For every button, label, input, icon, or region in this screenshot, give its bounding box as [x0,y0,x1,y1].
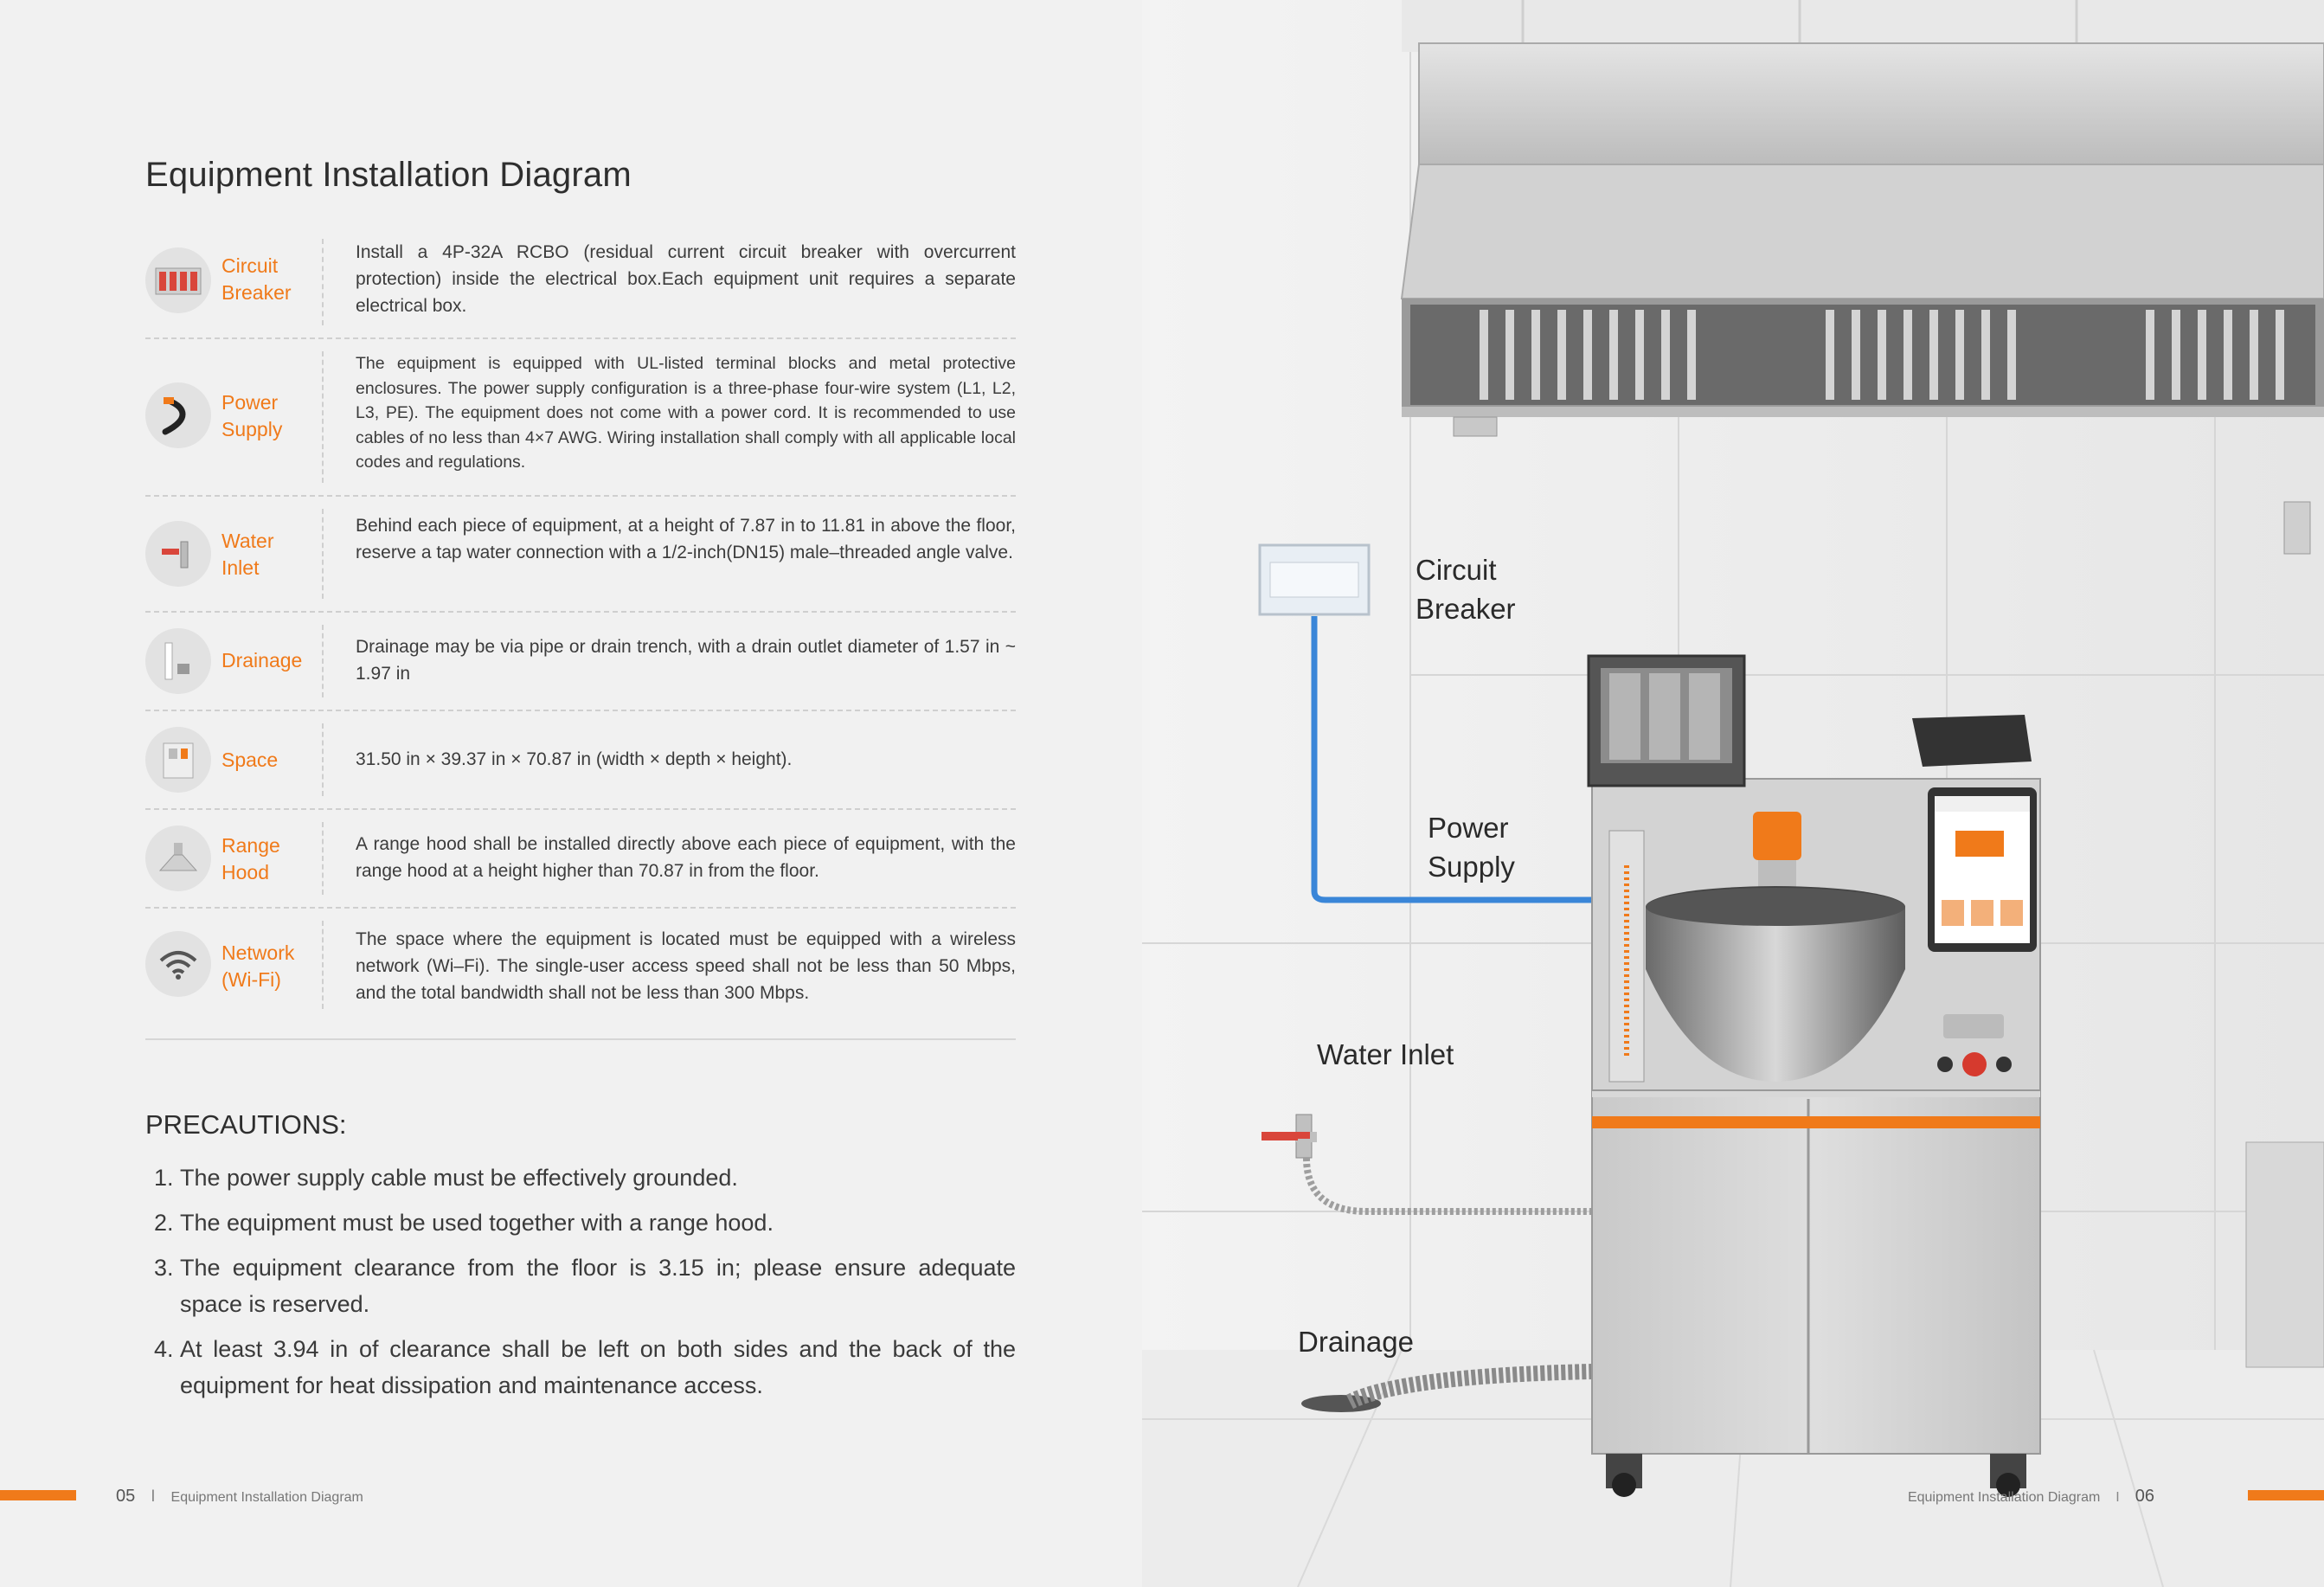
equipment-space-icon [145,727,211,793]
drain-pipe-icon [145,628,211,694]
spec-row-range-hood: Range Hood A range hood shall be install… [145,810,1016,909]
footer-text: Equipment Installation Diagram [1907,1490,2101,1505]
list-item: 2.The equipment must be used together wi… [154,1210,774,1236]
list-item: 4.At least 3.94 in of clearance shall be… [154,1336,1016,1398]
wifi-icon [145,931,211,997]
callout-circuit-breaker: Circuit Breaker [1416,554,1516,625]
divider [322,921,324,1009]
spec-label: Power Supply [221,391,283,440]
spec-description: Install a 4P-32A RCBO (residual current … [356,242,1016,316]
spec-row-water-inlet: Water Inlet Behind each piece of equipme… [145,497,1016,613]
page-number: 06 [2135,1487,2154,1506]
right-page: Circuit Breaker Power Supply Water Inlet… [1142,0,2324,1587]
precautions-title: PRECAUTIONS: [145,1109,347,1140]
spec-description: Drainage may be via pipe or drain trench… [356,637,1016,684]
range-hood-icon [145,826,211,891]
footer-accent-bar [2248,1490,2324,1500]
footer-text: Equipment Installation Diagram [170,1490,363,1505]
callout-power-supply: Power Supply [1428,812,1515,883]
left-page: Equipment Installation Diagram Circuit B… [0,0,1142,1587]
section-divider [145,1038,1016,1040]
footer-left: 05 I Equipment Installation Diagram [116,1487,363,1507]
spec-description: A range hood shall be installed directly… [356,834,1016,881]
spec-description: Behind each piece of equipment, at a hei… [356,516,1016,562]
footer-right: Equipment Installation Diagram I 06 [1718,1487,2324,1507]
spec-description: 31.50 in × 39.37 in × 70.87 in (width × … [356,749,793,769]
footer-separator: I [151,1487,156,1506]
spec-description: The equipment is equipped with UL-listed… [356,354,1016,472]
spec-label: Network (Wi-Fi) [221,941,295,991]
list-item: 1.The power supply cable must be effecti… [154,1165,738,1191]
footer-separator: I [2115,1490,2120,1505]
divider [322,822,324,895]
divider [322,351,324,483]
page-title: Equipment Installation Diagram [145,156,632,194]
callout-water-inlet: Water Inlet [1317,1038,1454,1070]
power-cable-icon [145,382,211,448]
spec-row-drainage: Drainage Drainage may be via pipe or dra… [145,613,1016,711]
circuit-breaker-icon [145,247,211,313]
list-item: 3.The equipment clearance from the floor… [154,1255,1016,1317]
page-number: 05 [116,1487,136,1506]
spec-label: Range Hood [221,834,280,883]
divider [322,723,324,796]
water-valve-icon [145,521,211,587]
footer-accent-bar [0,1490,76,1500]
spec-label: Space [221,749,279,771]
spec-row-circuit-breaker: Circuit Breaker Install a 4P-32A RCBO (r… [145,227,1016,339]
divider [322,239,324,325]
callout-drainage: Drainage [1298,1326,1414,1358]
spec-label: Water Inlet [221,530,274,579]
divider [322,625,324,697]
divider [322,509,324,599]
spec-row-network: Network (Wi-Fi) The space where the equi… [145,909,1016,1021]
spec-row-space: Space 31.50 in × 39.37 in × 70.87 in (wi… [145,711,1016,810]
installation-illustration [1142,0,2324,1587]
precautions-list: 1.The power supply cable must be effecti… [145,1160,1016,1412]
spec-row-power-supply: Power Supply The equipment is equipped w… [145,339,1016,497]
spec-label: Circuit Breaker [221,254,292,304]
spec-description: The space where the equipment is located… [356,929,1016,1003]
spec-label: Drainage [221,649,303,671]
